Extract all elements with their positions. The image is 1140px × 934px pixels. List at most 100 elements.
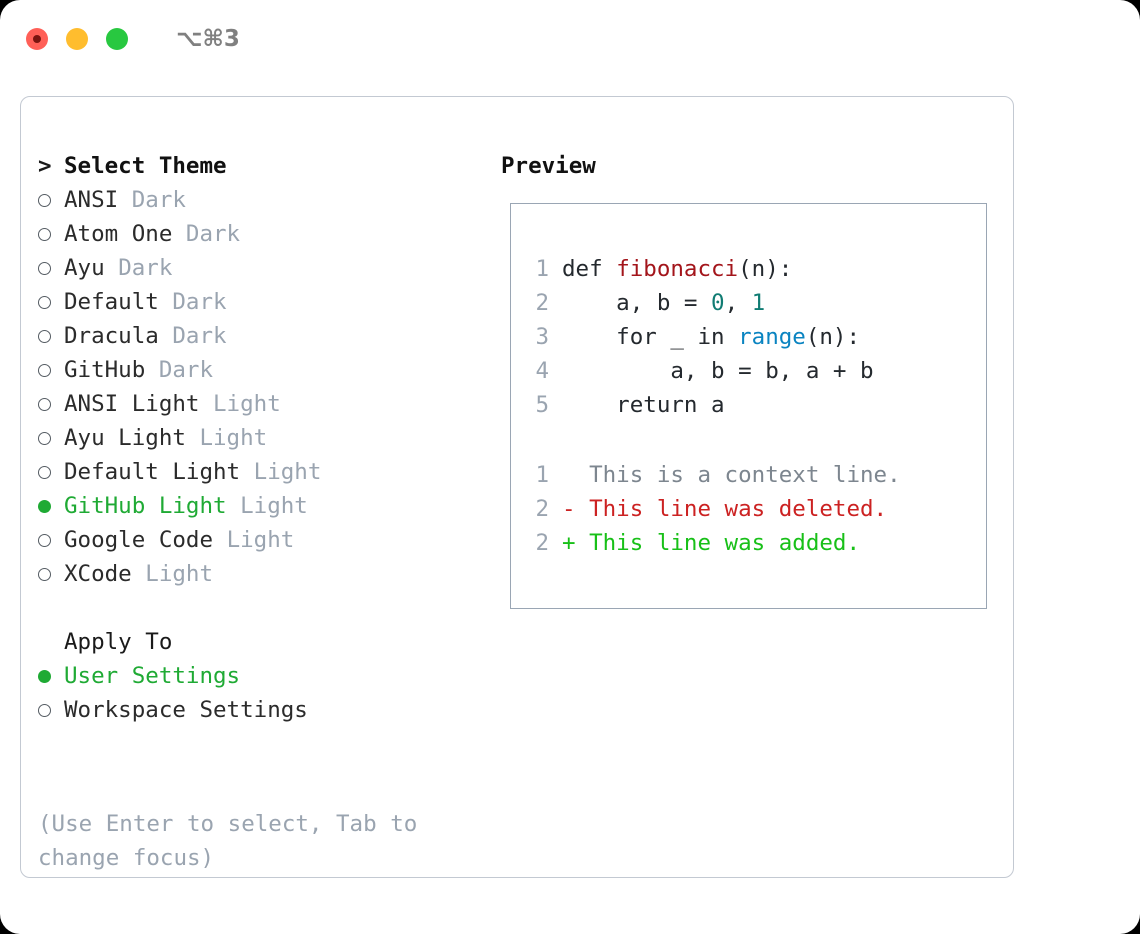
select-theme-heading: > Select Theme <box>38 149 478 183</box>
code-line-text: for _ in range(n): <box>562 320 860 354</box>
theme-item-kind: Dark <box>172 323 227 349</box>
theme-item-name: Default Light <box>64 459 241 485</box>
code-token-blue: range <box>738 324 806 350</box>
theme-item-name: ANSI Light <box>64 391 200 417</box>
minimize-button[interactable] <box>66 28 88 50</box>
theme-item-kind: Light <box>240 493 308 519</box>
code-line-number: 1 <box>535 256 549 282</box>
code-line: 5 return a <box>523 388 980 422</box>
code-line-number: 2 <box>535 290 549 316</box>
radio-unselected-icon <box>38 568 51 581</box>
radio-unselected-icon <box>38 432 51 445</box>
theme-item-kind: Light <box>145 561 214 587</box>
radio-marker <box>38 523 64 557</box>
diff-line: 2+ This line was added. <box>523 526 980 560</box>
keyboard-hint-line-2: change focus) <box>38 845 215 871</box>
radio-marker <box>38 387 64 421</box>
theme-list-item[interactable]: ANSI Light Light <box>38 387 478 421</box>
keyboard-hint-line-1: (Use Enter to select, Tab to <box>38 811 418 837</box>
code-line-text: def fibonacci(n): <box>562 252 792 286</box>
radio-unselected-icon <box>38 330 51 343</box>
theme-item-kind: Light <box>253 459 322 485</box>
code-line: 4 a, b = b, a + b <box>523 354 980 388</box>
radio-unselected-icon <box>38 296 51 309</box>
theme-item-name: ANSI <box>64 187 119 213</box>
code-token-num: 1 <box>751 290 766 316</box>
theme-list-item[interactable]: Default Dark <box>38 285 478 319</box>
radio-marker <box>38 693 64 727</box>
theme-list-item[interactable]: XCode Light <box>38 557 478 591</box>
code-line: 2 a, b = 0, 1 <box>523 286 980 320</box>
radio-marker <box>38 217 64 251</box>
theme-item-kind: Dark <box>131 187 186 213</box>
theme-item-name: XCode <box>64 561 132 587</box>
close-button[interactable] <box>26 28 48 50</box>
code-token-plain: a, b = <box>562 290 712 316</box>
theme-list-item[interactable]: ANSI Dark <box>38 183 478 217</box>
theme-item-name: Dracula <box>64 323 159 349</box>
preview-title: Preview <box>501 153 596 179</box>
theme-list-item[interactable]: GitHub Dark <box>38 353 478 387</box>
radio-marker <box>38 285 64 319</box>
radio-marker <box>38 455 64 489</box>
theme-list-item[interactable]: Atom One Dark <box>38 217 478 251</box>
apply-to-option[interactable]: User Settings <box>38 659 478 693</box>
theme-list-item[interactable]: Ayu Dark <box>38 251 478 285</box>
code-token-num: 0 <box>711 290 725 316</box>
diff-sample: 1 This is a context line.2- This line wa… <box>523 458 980 560</box>
theme-item-name: Default <box>64 289 159 315</box>
code-line-text: return a <box>562 388 724 422</box>
apply-to-option[interactable]: Workspace Settings <box>38 693 478 727</box>
code-token-plain: def <box>562 256 617 282</box>
radio-unselected-icon <box>38 704 51 717</box>
diff-line-number: 2 <box>535 496 549 522</box>
radio-marker <box>38 353 64 387</box>
radio-marker <box>38 183 64 217</box>
diff-line-text: This is a context line. <box>562 462 901 488</box>
code-line-text: a, b = b, a + b <box>562 354 874 388</box>
theme-item-kind: Light <box>213 391 281 417</box>
code-token-plain: a, b = b, a + b <box>562 358 874 384</box>
code-token-plain: (n): <box>738 256 793 282</box>
radio-marker <box>38 557 64 591</box>
list-spacer <box>38 591 478 625</box>
code-line: 1 def fibonacci(n): <box>523 252 980 286</box>
theme-list-item[interactable]: Ayu Light Light <box>38 421 478 455</box>
maximize-button[interactable] <box>106 28 128 50</box>
theme-item-name: Atom One <box>64 221 173 247</box>
apply-to-label: Apply To <box>64 629 173 655</box>
radio-unselected-icon <box>38 262 51 275</box>
code-line-number: 5 <box>535 392 549 418</box>
theme-list-item[interactable]: Dracula Dark <box>38 319 478 353</box>
diff-line: 1 This is a context line. <box>523 458 980 492</box>
theme-list-item[interactable]: Default Light Light <box>38 455 478 489</box>
radio-unselected-icon <box>38 466 51 479</box>
code-token-plain: , <box>724 290 752 316</box>
theme-item-name: Ayu Light <box>64 425 186 451</box>
theme-item-kind: Dark <box>185 221 241 247</box>
theme-item-name: Google Code <box>64 527 214 553</box>
code-line-text: a, b = 0, 1 <box>562 286 765 320</box>
title-bar: ⌥⌘3 <box>0 0 1140 78</box>
keyboard-hint: (Use Enter to select, Tab to change focu… <box>38 807 446 875</box>
radio-marker <box>38 319 64 353</box>
theme-list-item[interactable]: GitHub Light Light <box>38 489 478 523</box>
theme-item-name: GitHub Light <box>64 493 227 519</box>
radio-unselected-icon <box>38 534 51 547</box>
page-title: Select Theme <box>64 153 227 179</box>
theme-item-kind: Dark <box>158 357 214 383</box>
apply-to-option-label: Workspace Settings <box>64 697 308 723</box>
radio-marker <box>38 421 64 455</box>
diff-line: 2- This line was deleted. <box>523 492 980 526</box>
code-line-number: 4 <box>535 358 549 384</box>
theme-item-kind: Light <box>226 527 295 553</box>
radio-marker <box>38 251 64 285</box>
theme-list-item[interactable]: Google Code Light <box>38 523 478 557</box>
